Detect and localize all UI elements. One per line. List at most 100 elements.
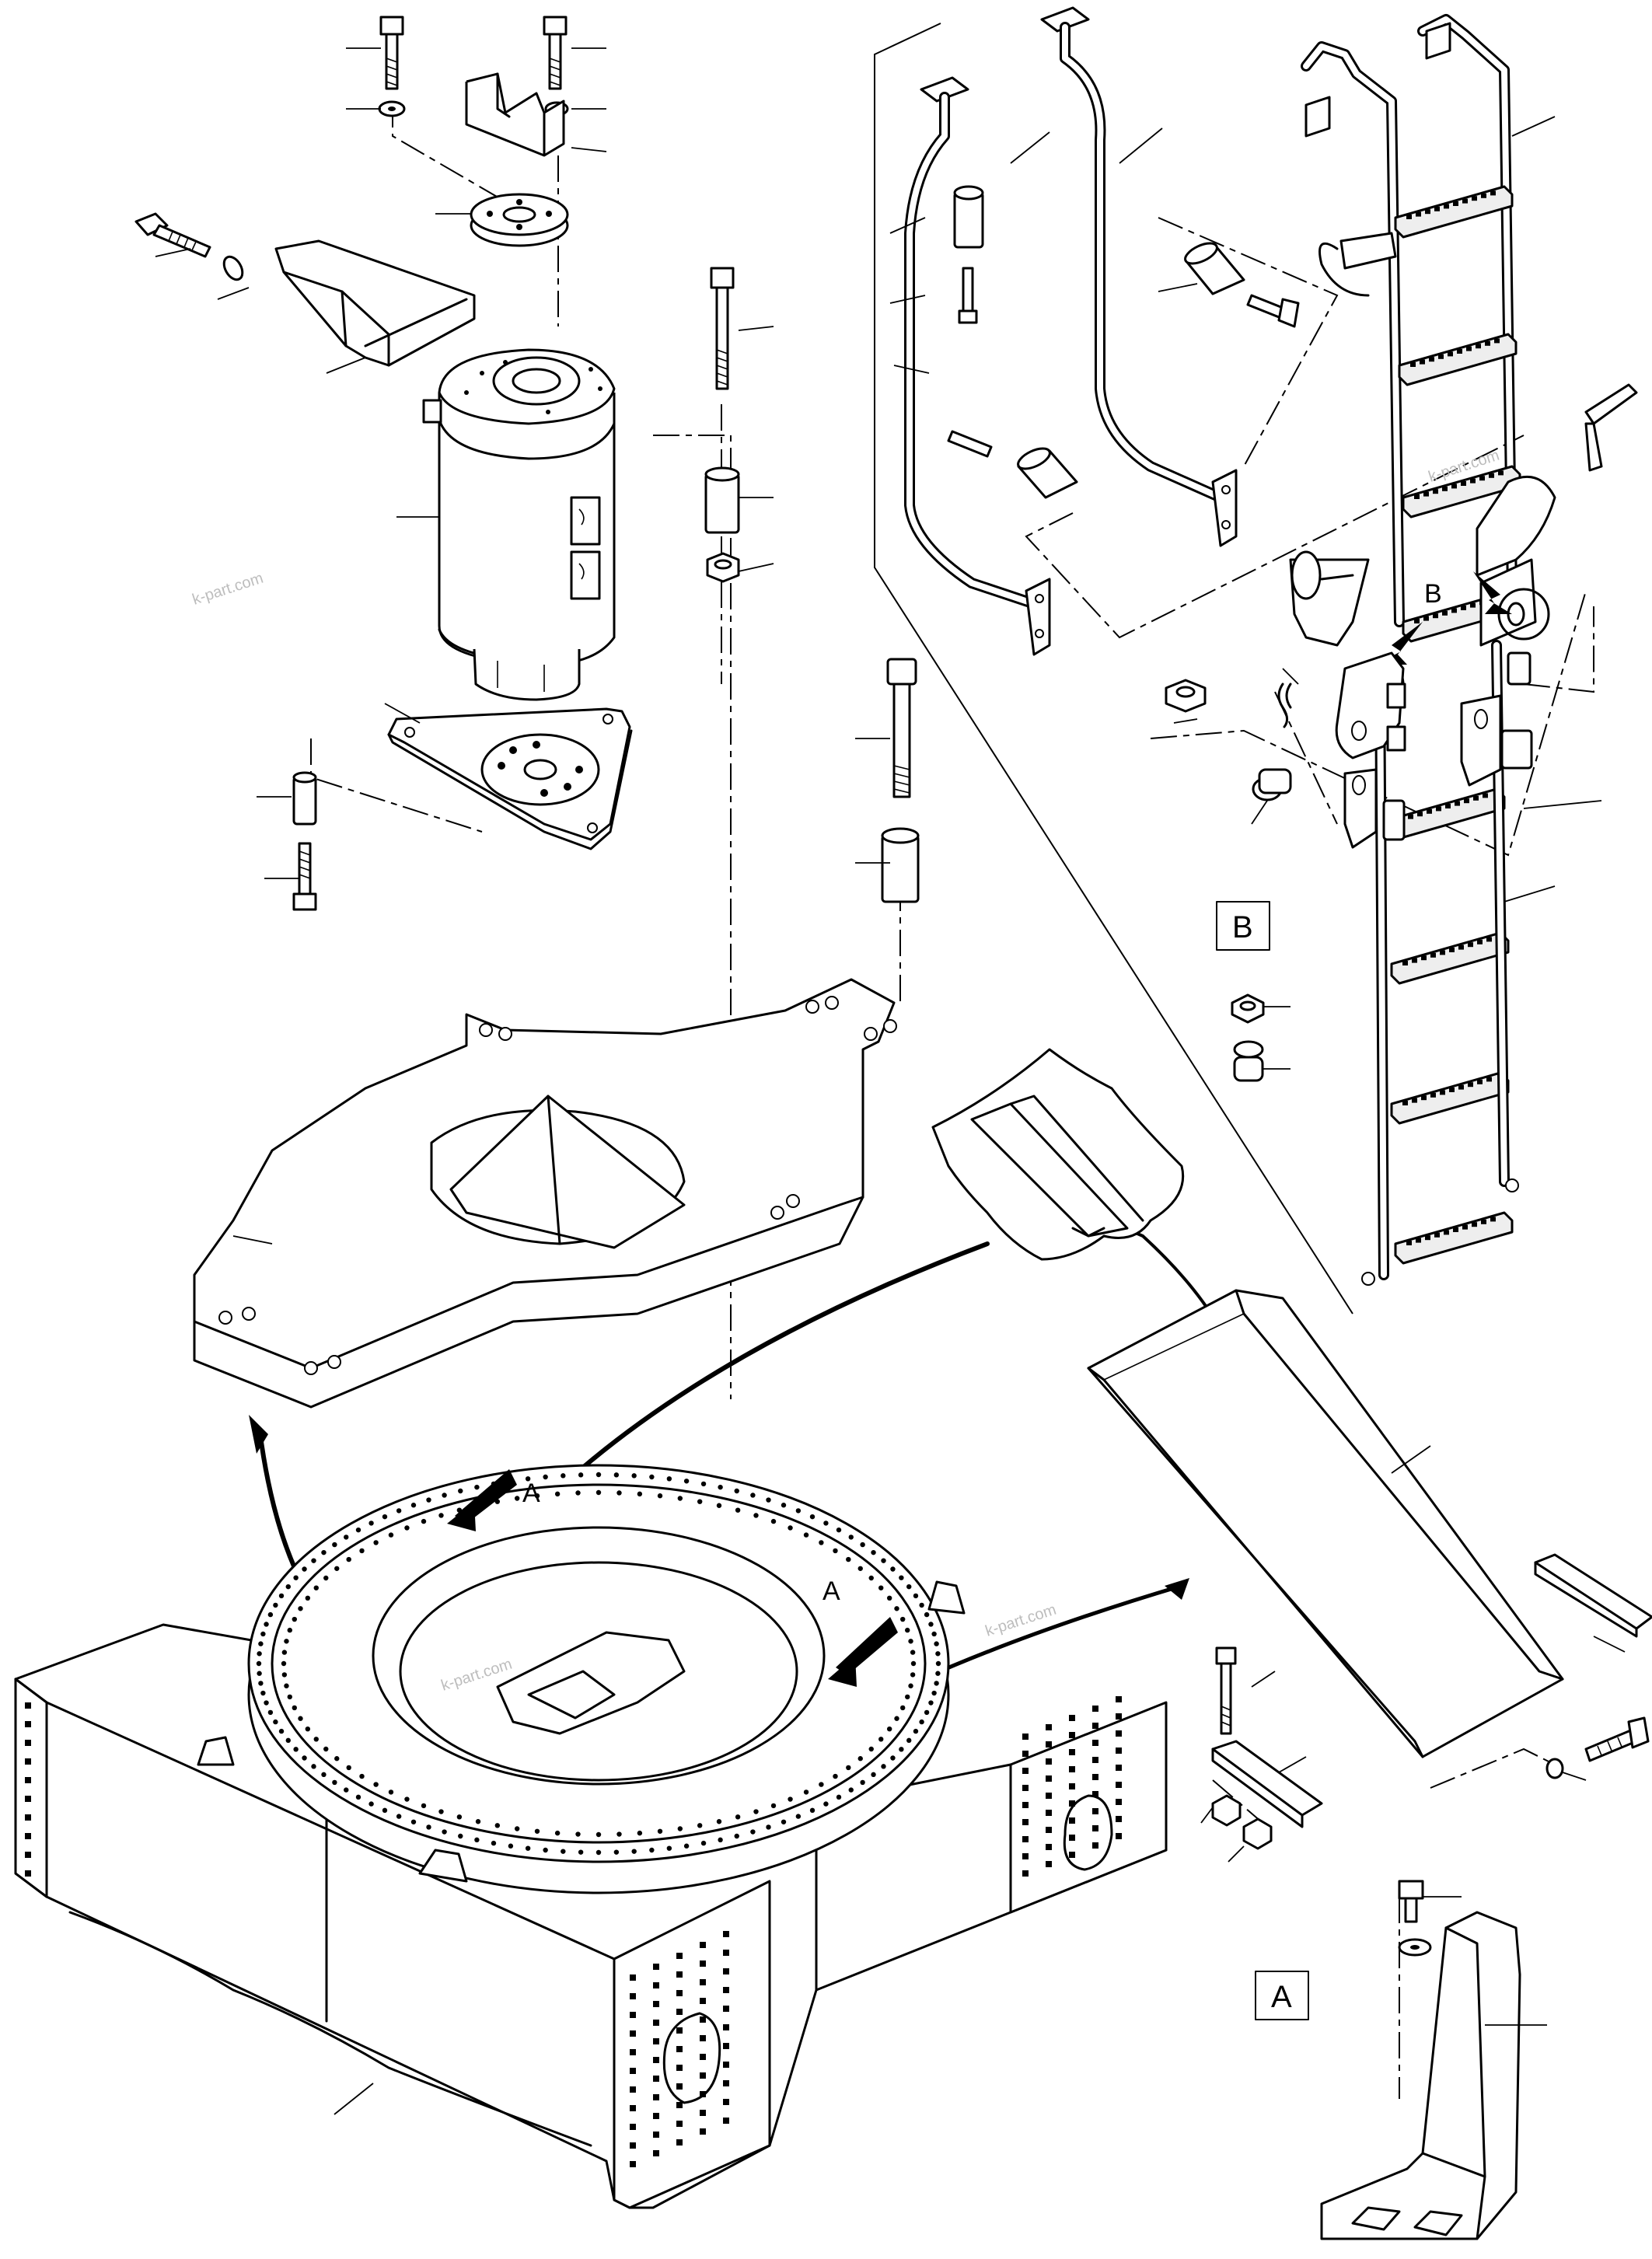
step-grip	[1416, 1238, 1421, 1243]
plate-hole	[630, 2161, 636, 2167]
ring-hole	[442, 1829, 447, 1835]
ring-hole	[868, 1746, 874, 1752]
ring-hole	[281, 1650, 288, 1655]
leader-line	[1282, 668, 1299, 685]
ring-hole	[578, 1472, 584, 1478]
step-grip	[1494, 338, 1500, 344]
ring-hole	[848, 1787, 854, 1793]
ring-hole	[833, 1548, 838, 1554]
ring-hole	[494, 1499, 501, 1504]
plate-hole	[1022, 1768, 1029, 1774]
ring-hole	[770, 1518, 777, 1524]
step-grip	[1414, 494, 1420, 499]
ring-hole	[919, 1602, 924, 1608]
ring-hole	[305, 1595, 311, 1601]
ring-hole	[313, 1737, 319, 1742]
leader-line	[1523, 800, 1602, 809]
plate-hole	[676, 1990, 683, 1996]
plate-hole	[723, 2099, 729, 2105]
step-grip	[1473, 795, 1479, 801]
plate-hole	[700, 2054, 706, 2060]
ring-hole	[881, 1558, 886, 1563]
ring-hole	[554, 1830, 561, 1836]
ring-hole	[355, 1794, 361, 1800]
step-grip	[1462, 198, 1468, 204]
leader-line	[384, 703, 421, 724]
ring-hole	[697, 1823, 703, 1828]
plate-hole	[700, 1942, 706, 1948]
step-grip	[1434, 206, 1440, 211]
plate-hole	[676, 2065, 683, 2071]
leader-line	[738, 563, 774, 572]
plate-hole	[1022, 1734, 1029, 1740]
ring-hole	[934, 1641, 939, 1646]
ladder-steps	[1386, 185, 1521, 1265]
leader-line	[1391, 1445, 1431, 1474]
ring-hole	[267, 1611, 274, 1618]
ring-hole	[836, 1527, 842, 1533]
ring-hole	[803, 1789, 809, 1795]
ring-hole	[819, 1782, 824, 1787]
ring-hole	[281, 1660, 287, 1667]
step-grip	[1477, 1079, 1483, 1084]
cotter-pin	[1277, 683, 1292, 728]
ring-hole	[293, 1747, 299, 1752]
ring-hole	[631, 1849, 637, 1854]
clevis-pin	[1252, 768, 1292, 801]
ring-hole	[908, 1639, 913, 1644]
step-grip	[1458, 944, 1464, 950]
ring-hole	[458, 1833, 463, 1839]
ring-hole	[543, 1474, 548, 1480]
ring-hole	[878, 1585, 884, 1590]
plate-hole	[653, 2132, 659, 2138]
ring-hole	[613, 1472, 620, 1478]
ring-hole	[908, 1683, 913, 1688]
ring-hole	[575, 1831, 581, 1837]
plate-hole	[700, 1960, 706, 1967]
plate-hole	[676, 2121, 683, 2127]
ring-hole	[677, 1496, 683, 1501]
ring-hole	[683, 1479, 690, 1484]
ladder-latch-plate	[1476, 475, 1556, 647]
ring-hole	[293, 1575, 299, 1580]
ring-hole	[474, 1837, 480, 1843]
ring-hole	[396, 1814, 402, 1819]
ladder-bushing-stack	[1343, 651, 1533, 849]
plate-hole	[676, 2046, 683, 2052]
step-grip	[1481, 193, 1486, 198]
step-grip	[1442, 486, 1448, 491]
ring-hole	[396, 1508, 402, 1514]
ring-hole	[928, 1700, 934, 1706]
ring-hole	[910, 1660, 917, 1667]
ring-hole	[666, 1845, 672, 1851]
plate-hole	[630, 2124, 636, 2130]
spacer-ladder-2	[1184, 242, 1300, 328]
ring-hole	[595, 1472, 602, 1478]
plate-hole	[1092, 1808, 1098, 1814]
plate-hole	[723, 1931, 729, 1937]
step-grip	[1423, 491, 1429, 497]
bar-lower	[1211, 1740, 1323, 1828]
plate-hole	[653, 1964, 659, 1970]
plate-hole	[25, 1796, 31, 1802]
leader-line	[1278, 1756, 1307, 1773]
step-grip	[1427, 808, 1432, 814]
end-plate-holes-front	[630, 1931, 729, 2167]
ring-hole	[508, 1843, 514, 1849]
ring-hole	[561, 1473, 566, 1479]
step-grip	[1455, 801, 1460, 806]
ring-bolt-holes	[256, 1472, 941, 1856]
watermark-left: k-part.com	[190, 570, 266, 609]
leader-line	[334, 2083, 374, 2115]
ring-hole	[260, 1690, 266, 1696]
plate-hole	[700, 2072, 706, 2079]
leader-line	[1593, 1636, 1626, 1653]
detail-labels: A A B B A	[522, 579, 1442, 2020]
ring-hole	[305, 1726, 311, 1732]
ladder-hinge-lower	[1335, 651, 1406, 759]
plate-hole	[1116, 1765, 1122, 1771]
ring-hole	[637, 1830, 643, 1836]
ramp-chute	[1087, 1289, 1564, 1758]
end-plate-holes-right	[1022, 1696, 1122, 1877]
ring-hole	[438, 1809, 444, 1814]
